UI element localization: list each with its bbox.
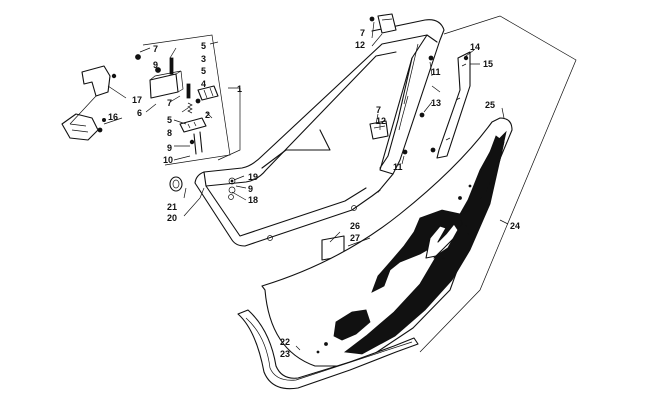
- callout-7: 7: [376, 105, 381, 115]
- callout-27: 27: [350, 233, 360, 243]
- door-seal-trim: [237, 309, 419, 390]
- callout-9: 9: [248, 184, 253, 194]
- callout-26: 26: [350, 221, 360, 231]
- callout-5: 5: [167, 115, 172, 125]
- callout-23: 23: [280, 349, 290, 359]
- callout-5: 5: [201, 66, 206, 76]
- inner-handle: [61, 113, 107, 141]
- panel-envelope-line: [419, 15, 577, 353]
- callout-8: 8: [167, 128, 172, 138]
- callout-1: 1: [237, 84, 242, 94]
- callout-7: 7: [153, 44, 158, 54]
- callout-9: 9: [153, 60, 158, 70]
- callout-3: 3: [201, 54, 206, 64]
- callout-7: 7: [167, 98, 172, 108]
- callout-19: 19: [248, 172, 258, 182]
- leader-lines: [103, 21, 509, 351]
- callout-10: 10: [163, 155, 173, 165]
- callout-22: 22: [280, 337, 290, 347]
- callout-labels: 7 9 5 3 5 4 1 17 7 6 2 16 5 8 9 10 19 9 …: [108, 28, 520, 359]
- callout-25: 25: [485, 100, 495, 110]
- mid-hinge-bracket: [369, 120, 389, 140]
- door-panel: [261, 117, 513, 367]
- callout-15: 15: [483, 59, 493, 69]
- callout-6: 6: [137, 108, 142, 118]
- callout-21: 21: [167, 202, 177, 212]
- callout-11: 11: [431, 67, 441, 77]
- callout-24: 24: [510, 221, 520, 231]
- callout-7: 7: [360, 28, 365, 38]
- callout-11: 11: [393, 162, 403, 172]
- callout-4: 4: [201, 79, 206, 89]
- callout-9: 9: [167, 143, 172, 153]
- upper-hinge-bracket: [369, 13, 397, 34]
- latch-bracket: [402, 51, 471, 159]
- hinge-knob: [169, 176, 183, 192]
- handle-bracket: [69, 65, 117, 125]
- callout-13: 13: [431, 98, 441, 108]
- door-frame: [194, 19, 445, 247]
- hinge-hardware: [228, 177, 236, 194]
- callout-16: 16: [108, 112, 118, 122]
- callout-12: 12: [376, 116, 386, 126]
- callout-18: 18: [248, 195, 258, 205]
- latch-assembly: [135, 34, 231, 166]
- callout-20: 20: [167, 213, 177, 223]
- callout-5: 5: [201, 41, 206, 51]
- callout-2: 2: [205, 110, 210, 120]
- callout-17: 17: [132, 95, 142, 105]
- callout-12: 12: [355, 40, 365, 50]
- callout-14: 14: [470, 42, 480, 52]
